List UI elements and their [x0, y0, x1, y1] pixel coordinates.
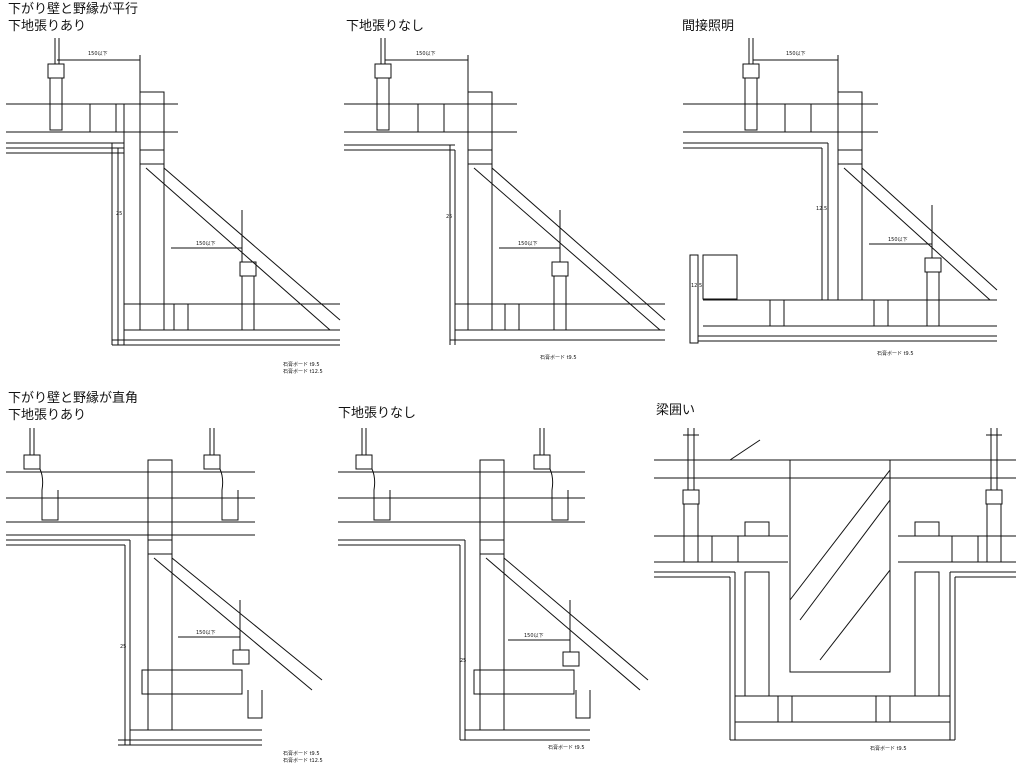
svg-text:石膏ボード t9.5: 石膏ボード t9.5 — [540, 354, 577, 361]
svg-text:150以下: 150以下 — [786, 51, 806, 57]
svg-text:石膏ボード t12.5: 石膏ボード t12.5 — [283, 757, 323, 764]
heading-parallel-line2: 下地張りあり — [8, 19, 87, 34]
svg-text:150以下: 150以下 — [524, 633, 544, 639]
hanger-bolt-icon — [924, 257, 942, 273]
svg-text:25: 25 — [446, 214, 452, 220]
hanger-bolt-icon — [23, 454, 41, 470]
hanger-bolt-icon — [355, 454, 373, 470]
svg-text:150以下: 150以下 — [416, 51, 436, 57]
hanger-bolt-icon — [742, 63, 760, 79]
hanger-bolt-icon — [551, 261, 569, 277]
svg-text:12.5: 12.5 — [816, 206, 827, 212]
svg-text:150以下: 150以下 — [196, 241, 216, 247]
heading-perp-line1: 下がり壁と野縁が直角 — [8, 391, 139, 406]
svg-text:25: 25 — [120, 644, 126, 650]
hanger-bolt-icon — [203, 454, 221, 470]
heading-perp-no-base: 下地張りなし — [338, 406, 417, 421]
svg-text:12.5: 12.5 — [691, 283, 702, 289]
hanger-bolt-icon — [682, 489, 700, 505]
heading-parallel-line1: 下がり壁と野縁が平行 — [8, 2, 139, 17]
svg-text:石膏ボード t9.5: 石膏ボード t9.5 — [283, 361, 320, 368]
panel-perp-no-base: 150以下 25 石膏ボード t9.5 — [338, 428, 649, 751]
hanger-bolt-icon — [47, 63, 65, 79]
hanger-bolt-icon — [374, 63, 392, 79]
svg-text:25: 25 — [460, 658, 466, 664]
heading-parallel-no-base: 下地張りなし — [346, 19, 425, 34]
svg-text:石膏ボード t9.5: 石膏ボード t9.5 — [548, 744, 585, 751]
heading-perp-line2: 下地張りあり — [8, 408, 87, 423]
hanger-bolt-icon — [985, 489, 1003, 505]
svg-text:石膏ボード t9.5: 石膏ボード t9.5 — [877, 350, 914, 357]
svg-text:石膏ボード t12.5: 石膏ボード t12.5 — [283, 368, 323, 375]
hanger-bolt-icon — [239, 261, 257, 277]
svg-text:150以下: 150以下 — [196, 630, 216, 636]
hanger-bolt-icon — [562, 651, 580, 667]
svg-text:石膏ボード t9.5: 石膏ボード t9.5 — [870, 745, 907, 752]
panel-indirect: 150以下 150以下 12.5 12.5 石膏ボード t9.5 — [683, 38, 998, 357]
svg-text:石膏ボード t9.5: 石膏ボード t9.5 — [283, 750, 320, 757]
svg-text:150以下: 150以下 — [888, 237, 908, 243]
svg-text:150以下: 150以下 — [518, 241, 538, 247]
hanger-bolt-icon — [232, 649, 250, 665]
panel-parallel-no-base: 150以下 150以下 25 石膏ボード t9.5 — [344, 38, 666, 361]
svg-text:25: 25 — [116, 211, 122, 217]
svg-text:150以下: 150以下 — [88, 51, 108, 57]
panel-parallel-with-base: 150以下 150以下 25 石膏ボード t9.5 石膏ボード t12.5 — [6, 38, 341, 375]
heading-beam: 梁囲い — [656, 403, 696, 418]
heading-indirect: 間接照明 — [682, 19, 735, 34]
panel-perp-with-base: 150以下 25 石膏ボード t9.5 石膏ボード t12.5 — [6, 428, 323, 764]
hanger-bolt-icon — [533, 454, 551, 470]
panel-beam: 石膏ボード t9.5 — [654, 428, 1016, 752]
